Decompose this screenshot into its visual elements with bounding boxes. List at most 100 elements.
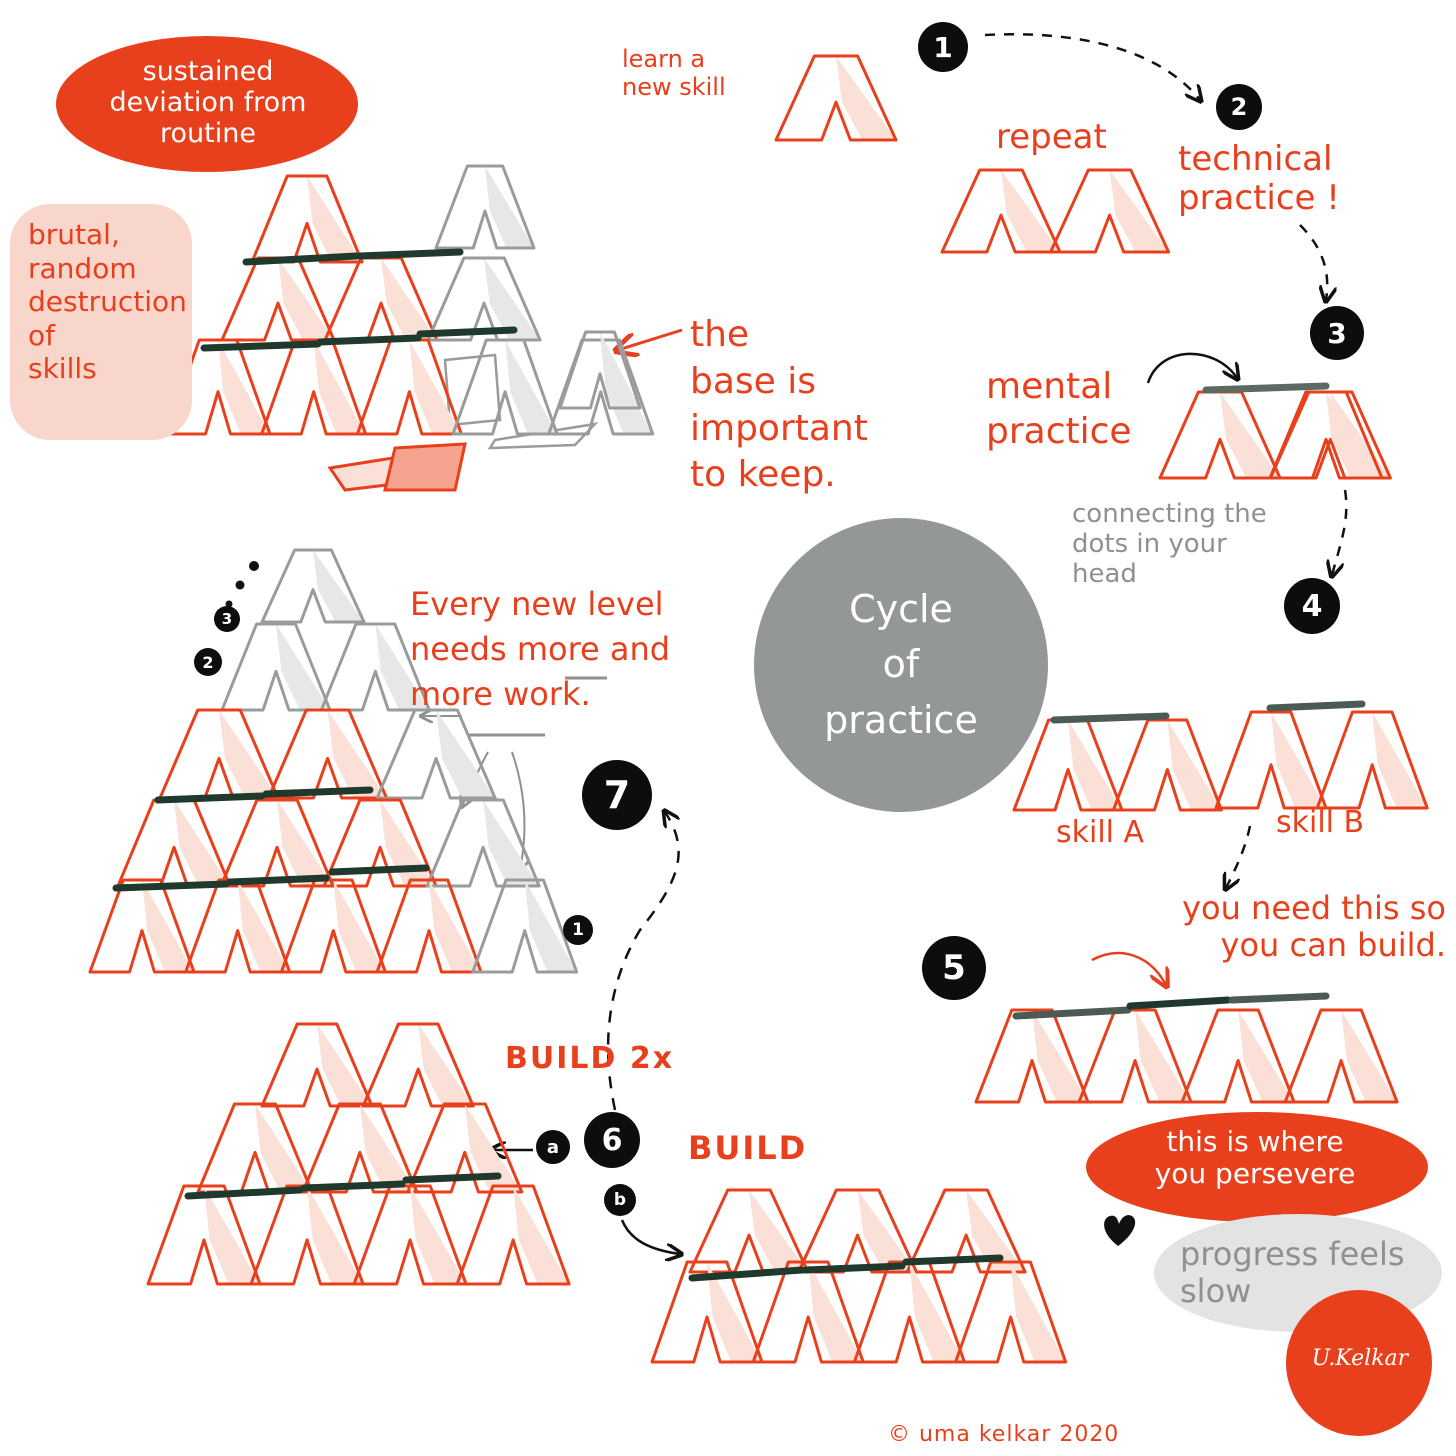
fallen-card [487, 422, 599, 450]
card-tent [425, 798, 541, 888]
card-tent [267, 708, 389, 800]
card-tent [940, 168, 1062, 254]
card-tent [558, 330, 642, 410]
card-tent [852, 1260, 966, 1364]
mental-bar [1202, 382, 1330, 394]
sustained-deviation-label: sustained deviation from routine [109, 56, 307, 150]
card-tent [451, 338, 559, 436]
step-6a-badge: a [536, 1130, 570, 1164]
build2x-bar [300, 1180, 406, 1192]
arrow-4-to-5 [1226, 825, 1252, 888]
card-tent [688, 1188, 810, 1274]
card-tent [547, 338, 655, 436]
technical-practice-label: technical practice ! [1178, 139, 1340, 219]
card-tent [1214, 710, 1328, 810]
progress-slow-label: progress feels slow [1180, 1235, 1405, 1310]
arrow-1-to-2 [984, 33, 1200, 100]
card-tent [650, 1260, 764, 1364]
arrow-2-to-3 [1299, 224, 1327, 300]
brutal-random-label: brutal, random destruction of skills [28, 218, 187, 386]
dot [225, 600, 233, 608]
arrow-more-work-down [511, 751, 524, 870]
card-tent [279, 878, 387, 974]
card-tent [1283, 1008, 1399, 1104]
repeat-label: repeat [996, 117, 1107, 157]
card-tent [355, 338, 463, 436]
card-tent [471, 878, 579, 974]
card-tent [426, 256, 542, 342]
card-tent [774, 54, 898, 142]
arrow-6-to-7 [606, 812, 679, 1111]
skill-a-label: skill A [1056, 815, 1145, 850]
card-tent [361, 1022, 475, 1108]
card-tent [797, 1188, 919, 1274]
fallen-card [443, 353, 502, 427]
card-tent [751, 1260, 865, 1364]
step5-bar [1126, 996, 1232, 1010]
step-2-badge: 2 [1216, 84, 1262, 130]
connecting-dots-label: connecting the dots in your head [1072, 499, 1267, 589]
card-tent [146, 1184, 262, 1286]
card-tent [219, 798, 335, 888]
fallen-card [383, 442, 467, 492]
card-tent [1315, 710, 1429, 810]
level-1-badge: 1 [563, 915, 593, 945]
persevere-blob [1086, 1112, 1428, 1222]
arrow-mental-bar [1146, 352, 1237, 383]
card-tent [323, 256, 439, 342]
level-2-badge: 2 [194, 648, 222, 676]
top-bar [416, 326, 518, 338]
card-tent [249, 1184, 365, 1286]
build2x-bar [402, 1172, 502, 1184]
level-3-badge: 3 [214, 606, 240, 632]
card-tent [375, 708, 497, 800]
build-2x-label: BUILD 2x [505, 1041, 675, 1076]
card-tent [260, 338, 368, 436]
card-tent [301, 1102, 419, 1194]
card-tent [974, 1008, 1090, 1104]
card-tent [158, 708, 280, 800]
level-bar [112, 880, 230, 892]
level-bar [154, 792, 266, 804]
skill-a-bar [1050, 712, 1170, 724]
build-bar [802, 1262, 906, 1274]
step5-bar [1012, 1006, 1132, 1020]
step-6b-badge: b [604, 1184, 636, 1216]
persevere-label: this is where you persevere [1154, 1125, 1356, 1191]
you-need-this-label: you need this so you can build. [1182, 889, 1446, 964]
card-tent [220, 622, 332, 712]
mental-practice-label: mental practice [986, 366, 1132, 452]
top-bar [200, 340, 322, 352]
level-bar [226, 874, 330, 886]
card-tent [260, 548, 366, 624]
sustained-deviation-blob [56, 36, 358, 172]
build-label: BUILD [688, 1129, 808, 1167]
card-tent [1158, 390, 1282, 480]
card-tent [1111, 718, 1223, 812]
arrow-3-to-4 [1332, 489, 1348, 575]
step-4-badge: 4 [1284, 578, 1340, 634]
skill-b-label: skill B [1276, 805, 1365, 840]
card-tent [406, 1102, 524, 1194]
build-bar [688, 1266, 806, 1282]
step-3-badge: 3 [1310, 306, 1364, 360]
build-bar [902, 1254, 1004, 1266]
level-bar [262, 786, 374, 798]
card-tent [455, 1184, 571, 1286]
card-tent [164, 338, 272, 436]
base-important-label: the base is important to keep. [690, 314, 868, 496]
card-tent [1012, 718, 1124, 812]
card-tent [184, 878, 292, 974]
top-bar [356, 248, 464, 260]
card-tent [1268, 390, 1384, 480]
step-1-badge: 1 [918, 22, 968, 72]
card-tent [250, 174, 364, 264]
arrow-base-important [618, 328, 683, 350]
card-tent [434, 164, 536, 250]
card-tent [319, 622, 431, 712]
card-tent [352, 1184, 468, 1286]
card-tent [1049, 168, 1171, 254]
arrow-6b [620, 1219, 680, 1254]
card-tent [1077, 1008, 1193, 1104]
